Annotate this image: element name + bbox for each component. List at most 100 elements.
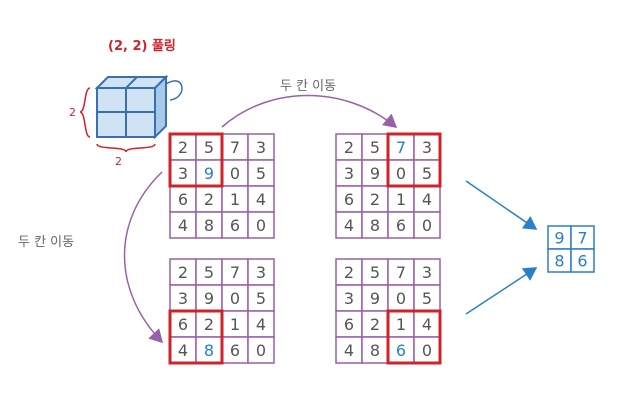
max-value: 6 — [396, 341, 406, 360]
cell-value: 8 — [370, 341, 380, 360]
top-output-arrow — [465, 180, 538, 230]
grid-cell — [247, 336, 275, 364]
cell-value: 0 — [256, 216, 266, 235]
cell-value: 2 — [204, 190, 214, 209]
cell-value: 5 — [256, 289, 266, 308]
bottom-output-arrow — [465, 267, 538, 315]
cell-value: 4 — [178, 341, 188, 360]
cell-value: 0 — [256, 341, 266, 360]
pooling-window — [168, 132, 224, 188]
cell-value: 9 — [204, 289, 214, 308]
cell-value: 0 — [396, 289, 406, 308]
cell-value: 0 — [422, 341, 432, 360]
cell-value: 5 — [370, 263, 380, 282]
cell-value: 3 — [178, 289, 188, 308]
output-cell — [570, 248, 595, 273]
max-value: 8 — [204, 341, 214, 360]
grid-cell — [247, 159, 275, 187]
grid-cell — [361, 159, 389, 187]
cell-value: 4 — [256, 190, 266, 209]
cell-value: 2 — [178, 138, 188, 157]
grid-cell — [335, 336, 363, 364]
cell-value: 2 — [178, 263, 188, 282]
grid-cell — [361, 185, 389, 213]
cell-value: 6 — [344, 190, 354, 209]
cell-value: 2 — [370, 315, 380, 334]
move-down-label: 두 칸 이동 — [18, 235, 74, 250]
cell-value: 8 — [204, 216, 214, 235]
cell-value: 0 — [396, 164, 406, 183]
cell-value: 6 — [230, 216, 240, 235]
cell-value: 4 — [256, 315, 266, 334]
grid-cell — [413, 258, 441, 286]
cell-value: 2 — [344, 138, 354, 157]
cell-value: 3 — [256, 263, 266, 282]
grid-cell — [221, 211, 249, 239]
max-value: 7 — [396, 138, 406, 157]
pooling-window — [386, 309, 442, 365]
cell-value: 3 — [256, 138, 266, 157]
output-value: 8 — [554, 252, 564, 271]
cell-value: 6 — [178, 190, 188, 209]
move-down-arrow — [123, 171, 164, 344]
cell-value: 3 — [422, 138, 432, 157]
grid-cell — [413, 185, 441, 213]
grid-cell — [413, 211, 441, 239]
cell-value: 1 — [230, 190, 240, 209]
cell-value: 6 — [178, 315, 188, 334]
grid-cell — [361, 336, 389, 364]
grid-cell — [413, 310, 441, 338]
grid-cell — [221, 336, 249, 364]
output-value: 9 — [554, 229, 564, 248]
cell-value: 1 — [230, 315, 240, 334]
cell-value: 2 — [344, 263, 354, 282]
pooling-title: (2, 2) 풀링 — [108, 39, 176, 54]
cell-value: 6 — [230, 341, 240, 360]
cell-value: 5 — [422, 289, 432, 308]
grid-cell — [247, 211, 275, 239]
pool-window-cube-icon — [79, 74, 183, 153]
grid-cell — [361, 310, 389, 338]
grid-cell — [335, 258, 363, 286]
pooling-window — [168, 309, 224, 365]
cell-value: 2 — [204, 315, 214, 334]
move-right-label: 두 칸 이동 — [280, 79, 336, 94]
cell-value: 7 — [396, 263, 406, 282]
window-height-label: 2 — [69, 106, 76, 119]
cell-value: 2 — [370, 190, 380, 209]
cell-value: 5 — [370, 138, 380, 157]
pooling-window — [386, 132, 442, 188]
cell-value: 8 — [370, 216, 380, 235]
cell-value: 1 — [396, 315, 406, 334]
max-value: 9 — [204, 164, 214, 183]
cell-value: 0 — [230, 289, 240, 308]
grid-cell — [195, 284, 223, 312]
cell-value: 7 — [230, 263, 240, 282]
cell-value: 6 — [396, 216, 406, 235]
grid-cell — [247, 185, 275, 213]
cell-value: 4 — [422, 190, 432, 209]
cell-value: 4 — [422, 315, 432, 334]
grid-cell — [247, 284, 275, 312]
cell-value: 6 — [344, 315, 354, 334]
grid-cell — [361, 211, 389, 239]
grid-cell — [195, 211, 223, 239]
cell-value: 5 — [204, 263, 214, 282]
cell-value: 5 — [204, 138, 214, 157]
cell-value: 3 — [422, 263, 432, 282]
cell-value: 9 — [370, 164, 380, 183]
grid-cell — [413, 284, 441, 312]
cell-value: 4 — [344, 216, 354, 235]
cell-value: 0 — [422, 216, 432, 235]
cell-value: 3 — [178, 164, 188, 183]
move-right-arrow — [221, 94, 398, 128]
cell-value: 1 — [396, 190, 406, 209]
grid-cell — [361, 133, 389, 161]
cell-value: 7 — [230, 138, 240, 157]
